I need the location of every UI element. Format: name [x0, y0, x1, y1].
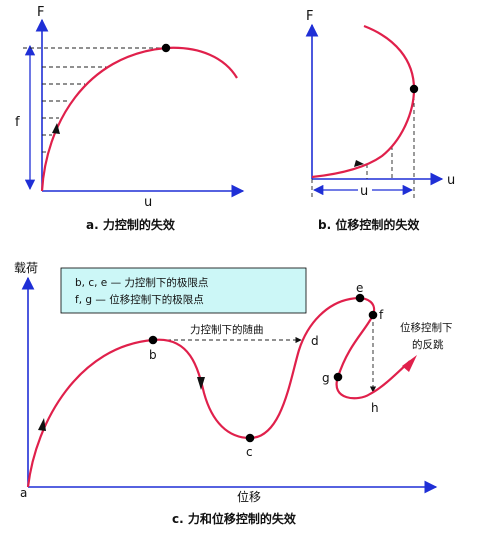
- panel-c-label-a: a: [20, 486, 27, 500]
- panel-c-x-label: 位移: [237, 489, 261, 504]
- panel-a-limit-point: [161, 43, 171, 53]
- panel-c-arrow-ab: [38, 418, 46, 431]
- panel-c-force-jump-label: 力控制下的随曲: [190, 323, 264, 336]
- panel-a: F u f a. 力控制的失效: [15, 5, 245, 232]
- panel-b-displacement-steps: [311, 89, 415, 200]
- panel-b-direction-arrow: [354, 160, 364, 167]
- panel-c-y-label: 载荷: [14, 261, 38, 275]
- panel-c-legend: [60, 267, 307, 314]
- panel-c-legend-line1: b, c, e — 力控制下的极限点: [75, 276, 208, 289]
- panel-a-load-steps: [23, 47, 166, 153]
- panel-a-caption: a. 力控制的失效: [86, 217, 176, 232]
- panel-c-label-h: h: [371, 401, 379, 415]
- panel-b-x-label: u: [447, 173, 455, 188]
- panel-a-direction-arrow: [52, 123, 60, 134]
- panel-b-curve: [311, 24, 416, 179]
- panel-c-point-e: [355, 293, 365, 303]
- panel-b-caption: b. 位移控制的失效: [318, 217, 420, 232]
- panel-c-label-c: c: [246, 445, 253, 459]
- panel-b-u-label: u: [360, 184, 368, 199]
- panel-c: 载荷 位移 b, c, e — 力控制下的极限点 f, g — 位移控制下的极限…: [14, 261, 453, 526]
- panel-a-y-label: F: [37, 5, 44, 20]
- panel-c-point-f: [368, 310, 378, 320]
- panel-a-x-label: u: [144, 195, 152, 210]
- panel-c-arrow-bc: [197, 377, 205, 390]
- panel-c-label-b: b: [149, 348, 157, 362]
- panel-c-snap-label-line2: 的反跳: [412, 338, 444, 351]
- panel-c-label-e: e: [356, 281, 363, 295]
- panel-c-point-g: [333, 372, 343, 382]
- panel-c-caption: c. 力和位移控制的失效: [172, 511, 297, 526]
- panel-c-point-c: [245, 433, 255, 443]
- panel-c-label-d: d: [311, 334, 319, 348]
- panel-c-point-b: [148, 335, 158, 345]
- panel-a-curve: [40, 46, 238, 192]
- panel-b: F u u b. 位移控制的失效: [305, 9, 455, 232]
- panel-c-snap-label-line1: 位移控制下: [400, 321, 453, 334]
- panel-c-snap-arrowhead: [402, 355, 417, 372]
- panel-a-f-label: f: [15, 115, 20, 130]
- panel-c-legend-line2: f, g — 位移控制下的极限点: [75, 293, 204, 306]
- panel-c-label-g: g: [322, 371, 330, 385]
- panel-b-limit-point: [409, 84, 419, 94]
- panel-c-label-f: f: [379, 308, 384, 322]
- panel-b-y-label: F: [306, 9, 313, 24]
